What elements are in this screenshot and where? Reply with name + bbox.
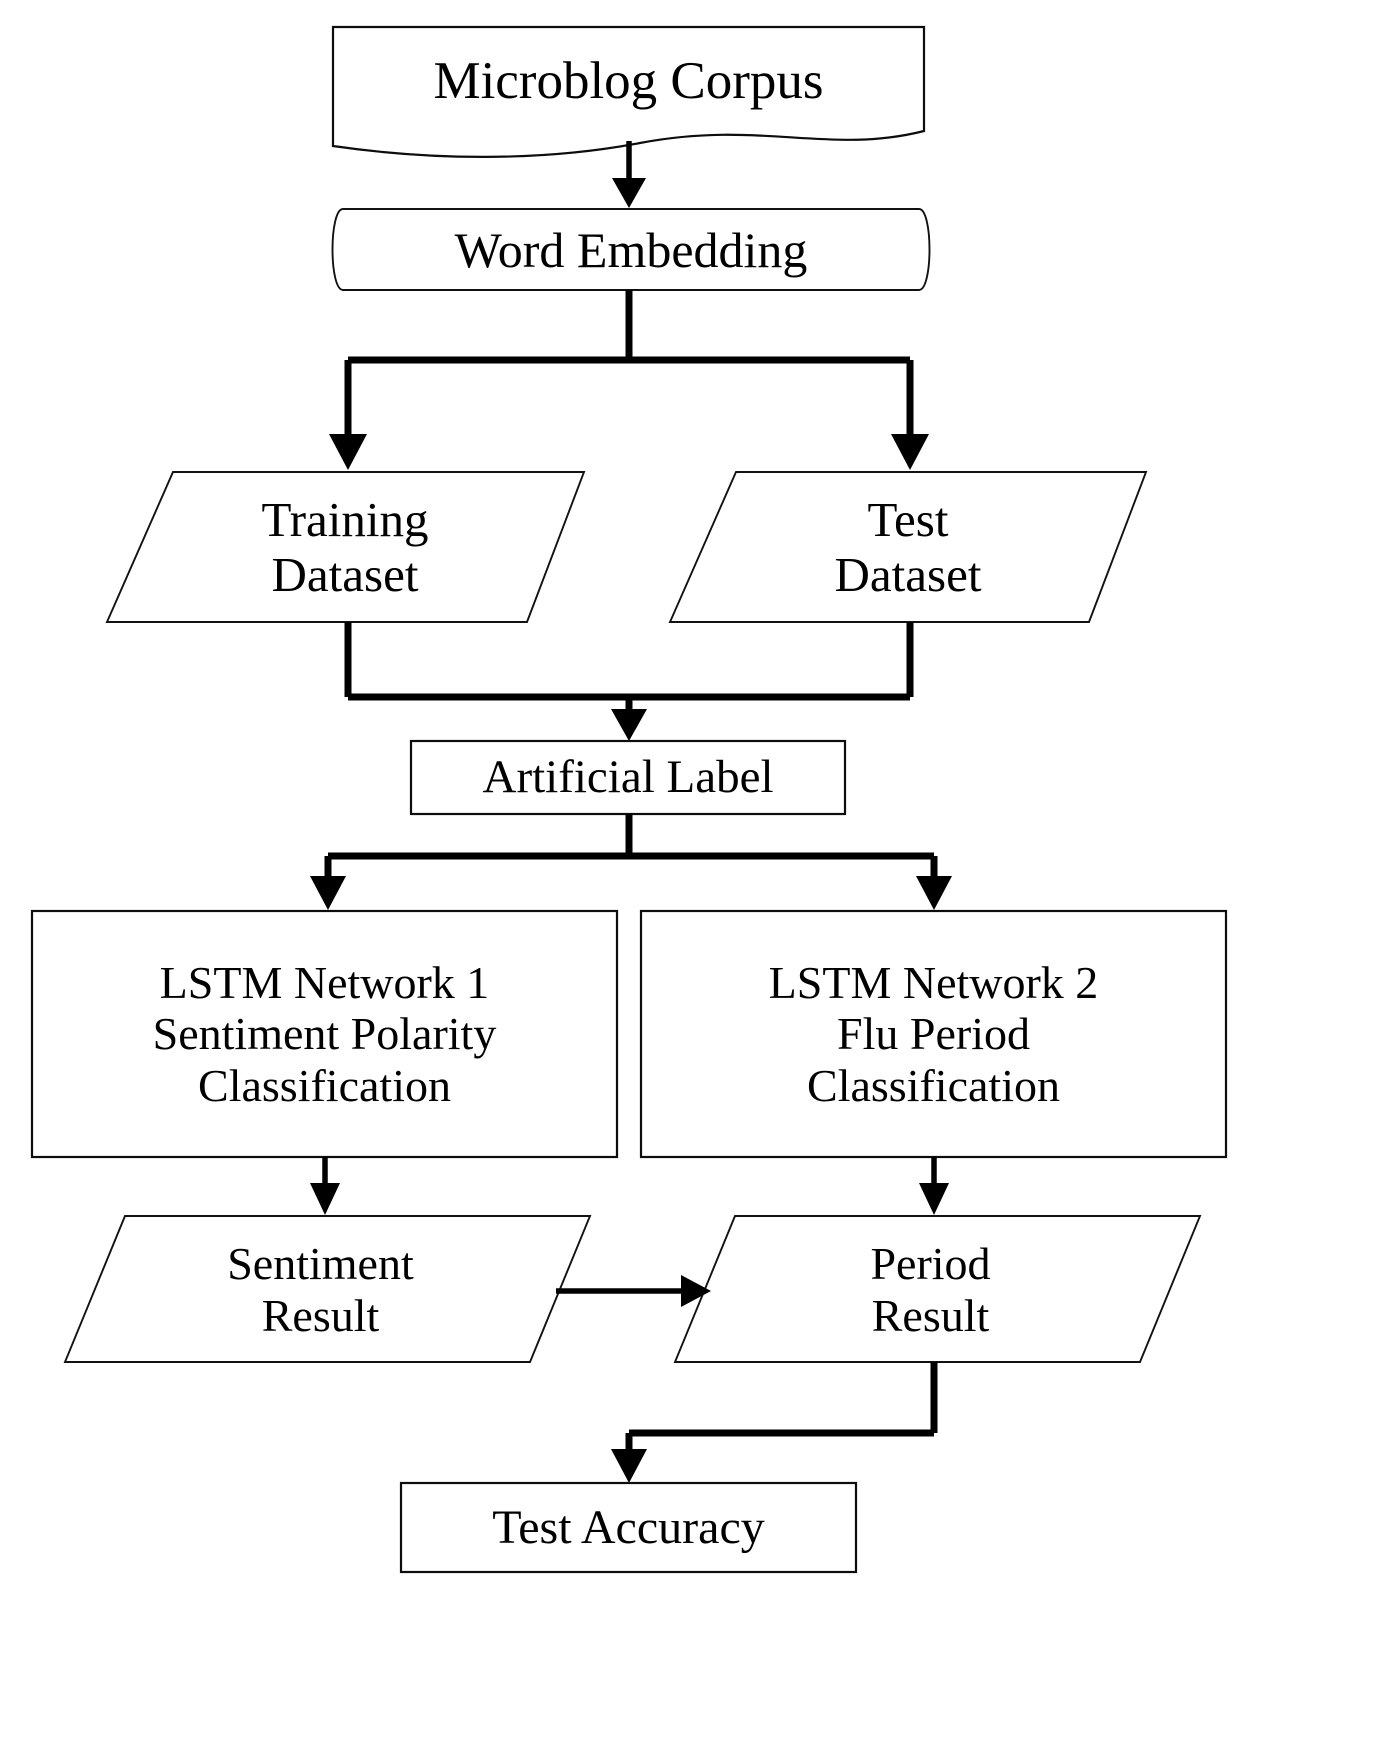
node-shape-training-dataset[interactable] bbox=[105, 471, 586, 623]
edge-embedding-to-datasets bbox=[329, 290, 929, 470]
edge-sentiment-to-period bbox=[556, 1275, 711, 1307]
edge-datasets-to-label bbox=[344, 622, 914, 741]
node-shape-sentiment-result[interactable] bbox=[63, 1215, 592, 1363]
node-shape-microblog-corpus[interactable] bbox=[331, 25, 926, 158]
edge-label-to-lstms bbox=[310, 814, 952, 910]
edge-lstm1-to-sentiment bbox=[310, 1157, 340, 1215]
node-shape-lstm-network-1[interactable] bbox=[30, 909, 619, 1159]
edge-lstm2-to-period bbox=[919, 1157, 949, 1215]
node-shape-artificial-label[interactable] bbox=[409, 739, 847, 816]
node-shape-period-result[interactable] bbox=[673, 1215, 1202, 1363]
node-shape-word-embedding[interactable] bbox=[331, 208, 931, 291]
edge-corpus-to-embedding bbox=[612, 141, 646, 208]
node-shape-lstm-network-2[interactable] bbox=[639, 909, 1228, 1159]
edge-period-to-accuracy bbox=[611, 1362, 938, 1483]
node-shape-test-accuracy[interactable] bbox=[399, 1481, 858, 1574]
node-shape-test-dataset[interactable] bbox=[668, 471, 1148, 623]
